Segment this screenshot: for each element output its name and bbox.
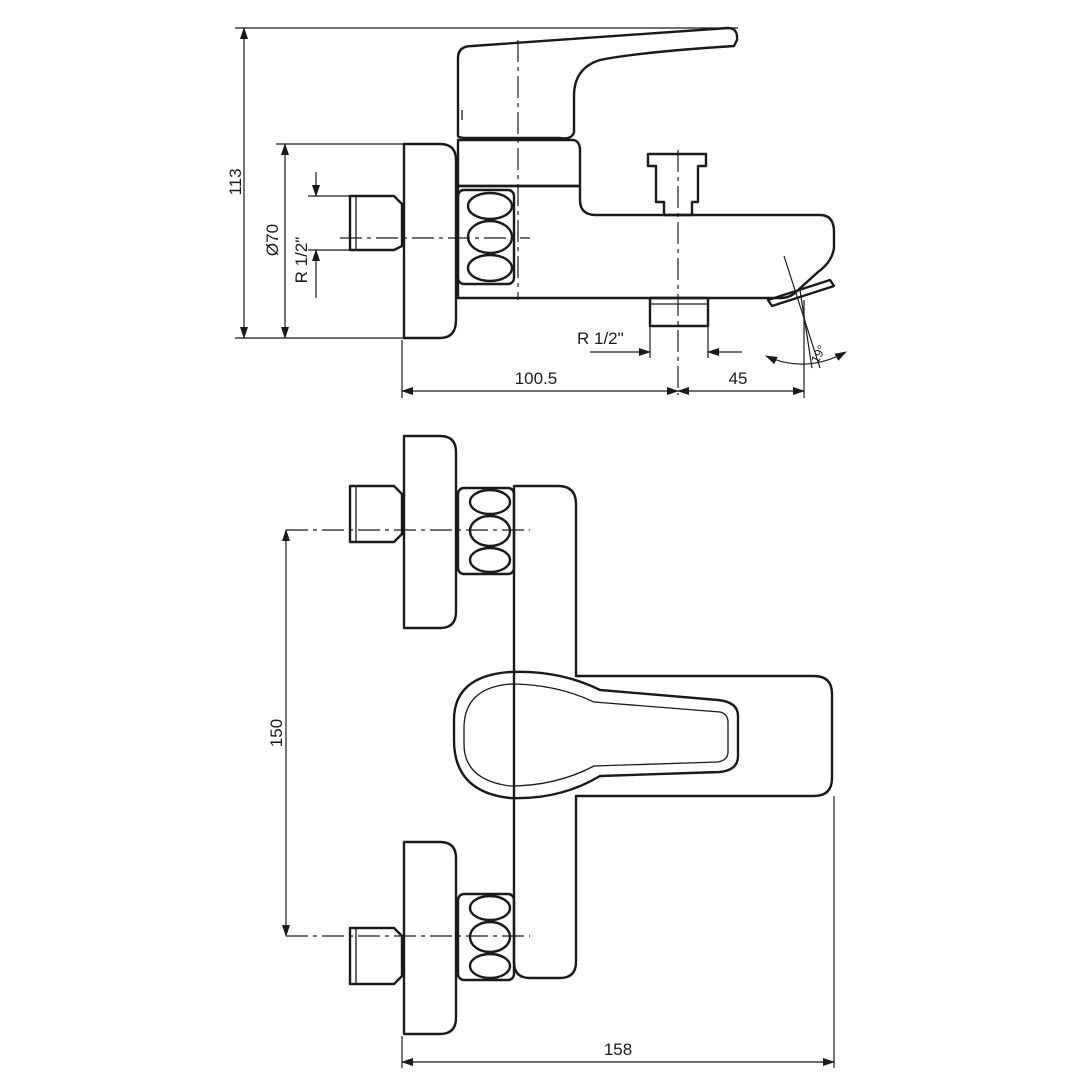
side-rosette [402,142,458,340]
dim-outlet-thread: R 1/2" [577,326,742,358]
dim-spout-angle: 19° [765,255,847,369]
dim-height-113: 113 [226,27,738,339]
side-view: 113 Ø70 R 1/2" R 1/2" [226,26,847,398]
dim-label-45: 45 [729,369,748,388]
dim-label-inlet-thread: R 1/2" [292,237,311,284]
side-outlet-thread [648,296,710,328]
dim-horizontal-side: 100.5 45 [401,300,805,398]
top-nut-lower [456,892,516,982]
dim-label-158: 158 [604,1040,632,1059]
dim-rosette-diameter: Ø70 [263,143,404,339]
side-diverter-knob [646,152,708,217]
top-inlet-lower [348,926,404,986]
dim-label-150: 150 [267,719,286,747]
top-mixer-body [512,484,834,980]
side-cartridge-cap [456,138,582,188]
side-inlet-nut [456,188,516,286]
side-inlet-thread [348,194,404,252]
dim-label-113: 113 [226,168,245,195]
top-nut-upper [456,486,516,576]
side-mixer-body [456,184,836,300]
top-lever-handle [452,670,740,800]
dim-width-158: 158 [401,796,835,1068]
side-aerator [766,278,836,308]
top-inlet-upper [348,484,404,544]
dim-label-diameter: Ø70 [263,224,282,256]
dim-center-150: 150 [267,529,290,937]
dim-label-100-5: 100.5 [515,369,558,388]
side-lever-handle [456,26,739,140]
top-rosette-lower [402,840,458,1036]
top-rosette-upper [402,434,458,630]
dim-inlet-thread: R 1/2" [292,172,350,298]
top-view: 150 158 [267,434,835,1068]
dim-label-outlet-thread: R 1/2" [577,329,624,348]
